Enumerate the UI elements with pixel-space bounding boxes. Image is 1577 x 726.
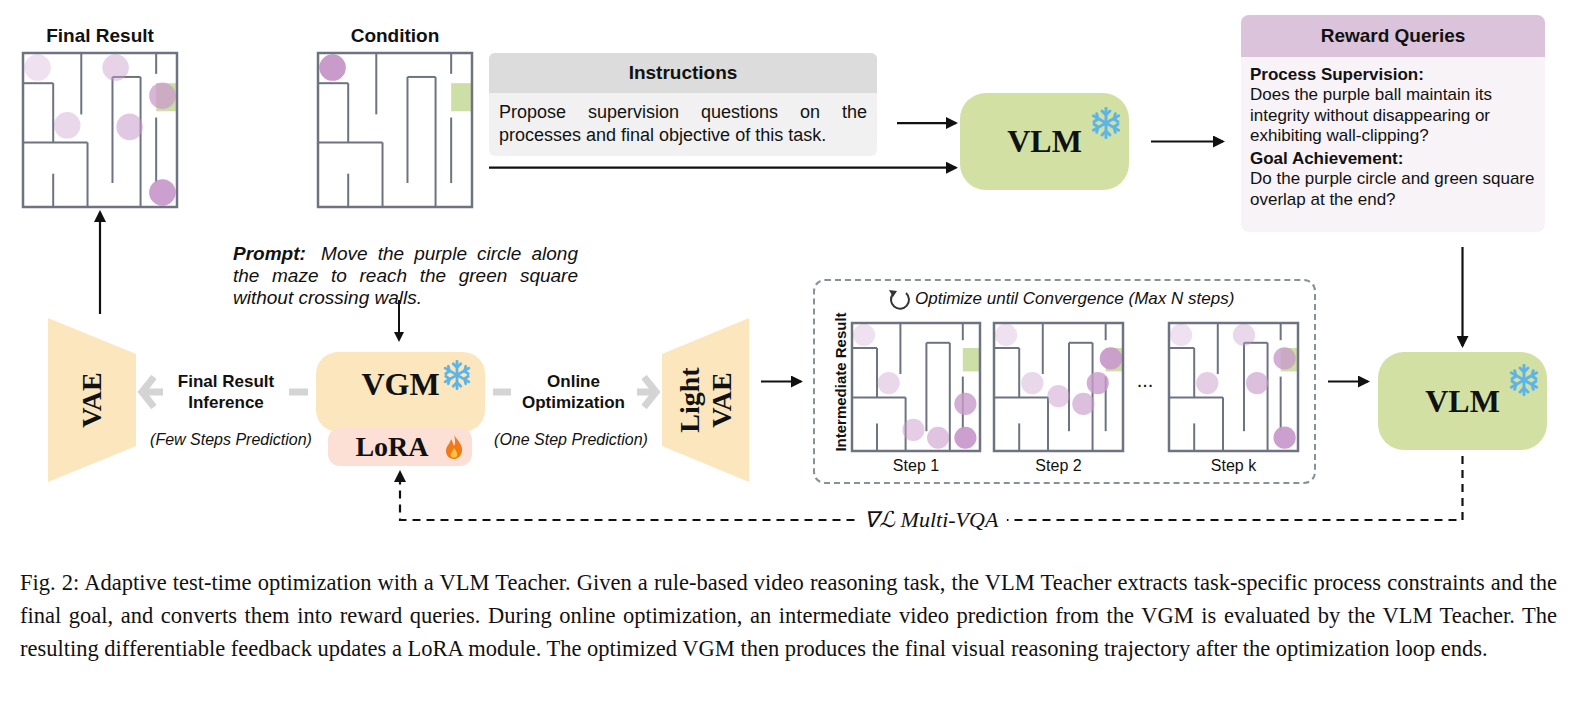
step-maze: Step 2 (993, 322, 1124, 452)
trainable-icon (444, 434, 464, 460)
frozen-icon (1090, 107, 1122, 139)
annotation: (Few Steps Prediction) (150, 431, 312, 449)
step-maze: Step 1 (851, 322, 981, 452)
node-text: Final Result (46, 25, 154, 47)
maze-drawing (851, 322, 981, 452)
loop-icon (889, 290, 909, 309)
condition-maze: Condition (317, 52, 473, 208)
maze-drawing (317, 52, 473, 208)
connector (1461, 247, 1463, 346)
prompt-block: Prompt: Move the purple circle along the… (233, 243, 578, 309)
connector (99, 212, 101, 314)
node-text: Intermediate Result (832, 312, 849, 451)
node-text: Light VAE (674, 357, 738, 443)
node-text: VLM (1425, 383, 1500, 420)
node-text: Propose supervision questions on the pro… (489, 93, 877, 156)
reward-box: Reward QueriesProcess Supervision:Does t… (1241, 15, 1545, 232)
node-text: Instructions (489, 53, 877, 93)
instruction-box: InstructionsPropose supervision question… (489, 53, 877, 156)
result-maze: Final Result (22, 52, 178, 208)
node-text: Reward Queries (1241, 15, 1545, 57)
annotation: ... (1137, 369, 1154, 392)
prompt-text: Prompt: (233, 243, 306, 264)
annotation: (One Step Prediction) (494, 431, 648, 449)
node-text: Does the purple ball maintain its integr… (1241, 85, 1545, 147)
node-text: Condition (351, 25, 440, 47)
node-text: LoRA (355, 431, 428, 463)
edge-label: ∇ℒ Multi-VQA (856, 507, 1006, 533)
connector (897, 122, 956, 124)
step-maze: Step k (1168, 322, 1299, 452)
node-text: Process Supervision: (1241, 57, 1545, 85)
figure-caption: Fig. 2: Adaptive test-time optimization … (20, 566, 1557, 665)
vgm-box: VGM (316, 352, 485, 432)
edge-label: Online Optimization (511, 369, 637, 416)
node-text: Optimize until Convergence (Max N steps) (915, 289, 1234, 309)
node-text: Do the purple circle and green square ov… (1241, 169, 1545, 218)
lora-box: LoRA (328, 428, 472, 466)
connector (761, 380, 801, 382)
node-text: VLM (1007, 123, 1082, 160)
node-text: VAE (76, 372, 108, 428)
node-text: Step 2 (1035, 457, 1081, 475)
connector (1151, 140, 1223, 142)
maze-drawing (22, 52, 178, 208)
node-text: Step k (1211, 457, 1256, 475)
light-vae: Light VAE (662, 318, 749, 482)
vlm-box: VLM (1378, 352, 1547, 450)
maze-drawing (993, 322, 1124, 452)
frozen-icon (1508, 364, 1540, 396)
node-text: Step 1 (893, 457, 939, 475)
connector (489, 167, 956, 169)
node-text: Goal Achievement: (1241, 147, 1545, 169)
node-text: VGM (361, 366, 439, 403)
maze-drawing (1168, 322, 1299, 452)
connector (1328, 380, 1368, 382)
vlm-box: VLM (960, 93, 1129, 190)
vae-decoder: VAE (48, 318, 136, 482)
edge-label: Final Result Inference (163, 369, 289, 416)
loop-group: Optimize until Convergence (Max N steps)… (813, 279, 1316, 484)
frozen-icon (442, 360, 472, 390)
